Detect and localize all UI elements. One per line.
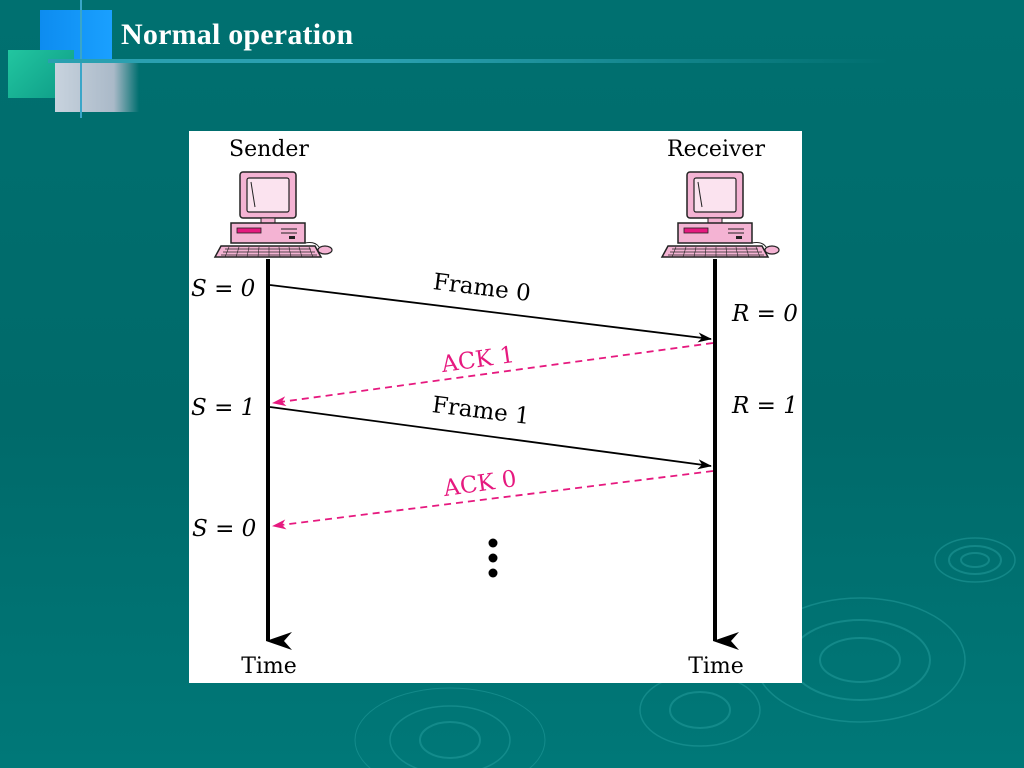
ack1-arrow [272, 342, 714, 407]
stop-and-wait-diagram: Sender Receiver [189, 131, 802, 683]
receiver-state-r1: R = 1 [731, 393, 798, 419]
receiver-label: Receiver [667, 137, 765, 162]
receiver-computer-icon [660, 171, 780, 258]
sender-computer-icon [213, 171, 333, 258]
page-title: Normal operation [121, 18, 354, 51]
sender-state-s0: S = 0 [191, 276, 255, 302]
sender-state-s1: S = 1 [191, 395, 255, 421]
continuation-ellipsis [488, 538, 498, 578]
diagram-canvas: Sender Receiver [191, 137, 798, 679]
sender-label: Sender [229, 137, 309, 162]
frame1-arrow [269, 406, 712, 470]
sender-time-label: Time [241, 654, 297, 679]
corner-square-grey [55, 62, 139, 112]
frame0-label: Frame 0 [432, 269, 532, 307]
frame1-label: Frame 1 [431, 392, 531, 430]
ack0-arrow [272, 470, 714, 530]
frame0-arrow [269, 284, 712, 343]
receiver-time-label: Time [688, 654, 744, 679]
ack1-label: ACK 1 [439, 342, 516, 378]
title-underline [48, 59, 888, 63]
receiver-state-r0: R = 0 [731, 301, 798, 327]
sender-state-s0-again: S = 0 [192, 516, 256, 542]
